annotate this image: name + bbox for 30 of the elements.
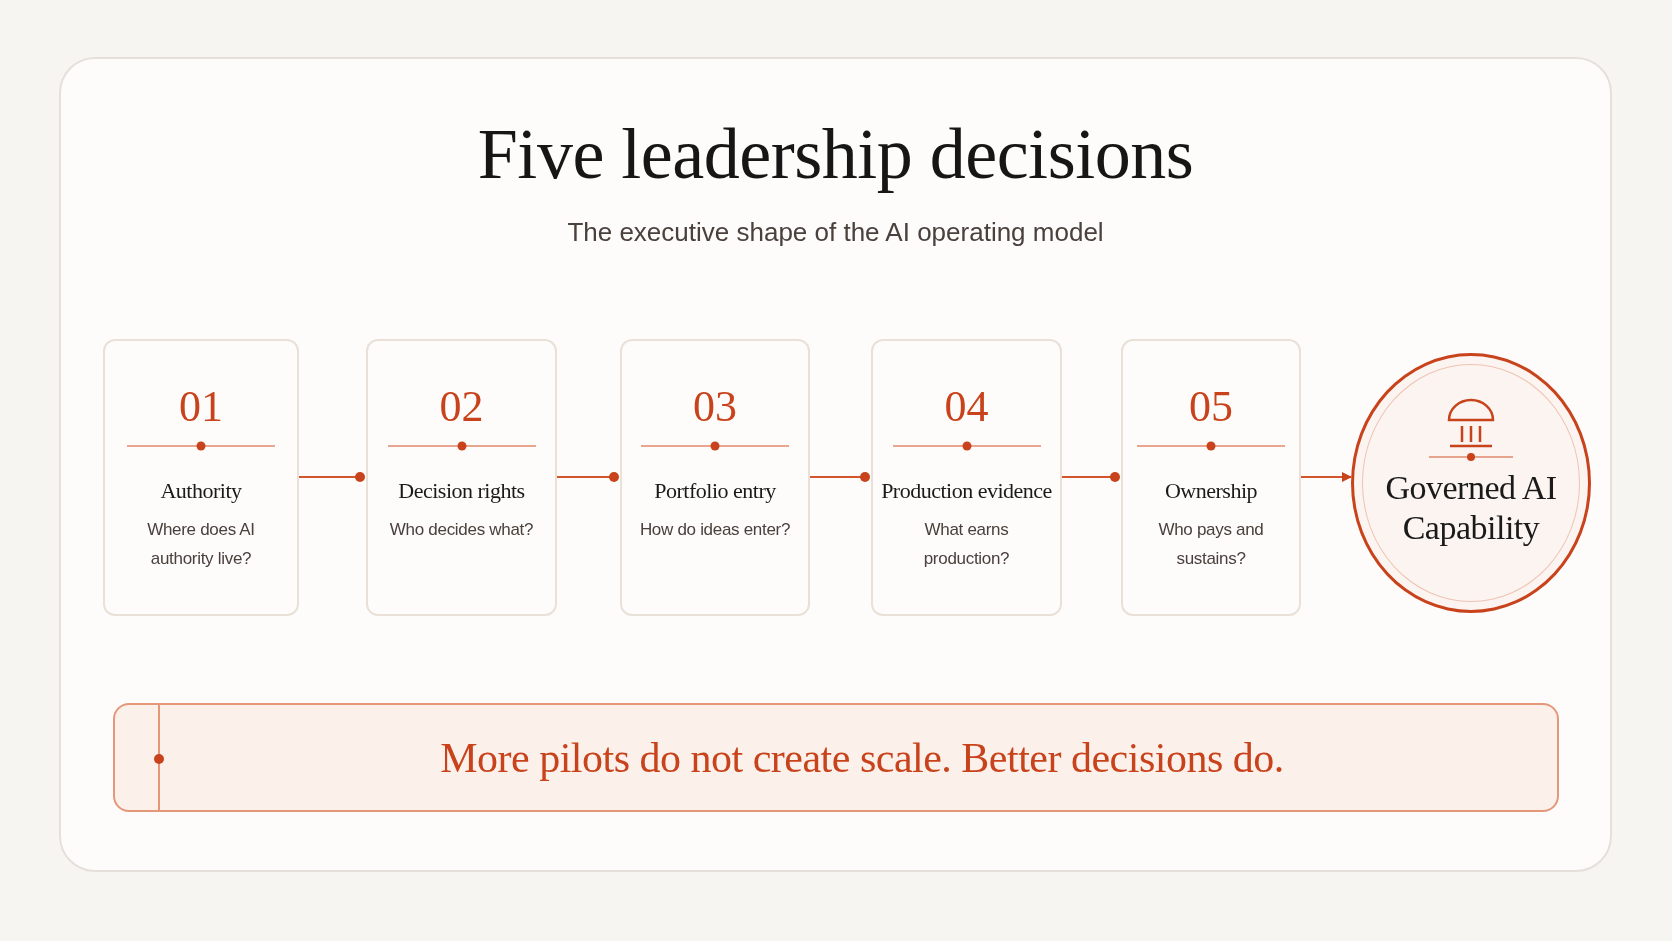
card-heading: Production evidence	[881, 477, 1052, 505]
decision-card	[103, 339, 299, 616]
step-number: 02	[439, 381, 484, 433]
card-question: Who pays and sustains?	[1157, 519, 1265, 570]
card-heading: Authority	[160, 477, 242, 505]
card-question: Where does AI authority live?	[146, 519, 256, 570]
decision-card	[366, 339, 557, 616]
card-question: How do ideas enter?	[638, 519, 792, 541]
message-banner	[113, 703, 1559, 812]
arrow	[1300, 472, 1352, 482]
key-message: More pilots do not create scale. Better decisions do.	[439, 733, 1285, 783]
connector-line	[1061, 472, 1120, 482]
title: Five leadership decisions	[476, 113, 1195, 196]
decision-card	[871, 339, 1062, 616]
connector-line	[298, 472, 365, 482]
card-heading: Decision rights	[398, 477, 525, 505]
card-question: What earns production?	[922, 519, 1011, 570]
decision-card	[620, 339, 810, 616]
connector-line	[809, 472, 870, 482]
card-heading: Portfolio entry	[654, 477, 776, 505]
card-question: Who decides what?	[388, 519, 535, 541]
step-number: 04	[944, 381, 989, 433]
decision-card	[1121, 339, 1301, 616]
step-number: 05	[1189, 381, 1233, 433]
step-number: 03	[693, 381, 737, 433]
connector-line	[556, 472, 619, 482]
step-number: 01	[179, 381, 223, 433]
subtitle: The executive shape of the AI operating model	[566, 216, 1105, 249]
outcome-label: Governed AI Capability	[1384, 468, 1558, 548]
card-heading: Ownership	[1164, 477, 1257, 505]
